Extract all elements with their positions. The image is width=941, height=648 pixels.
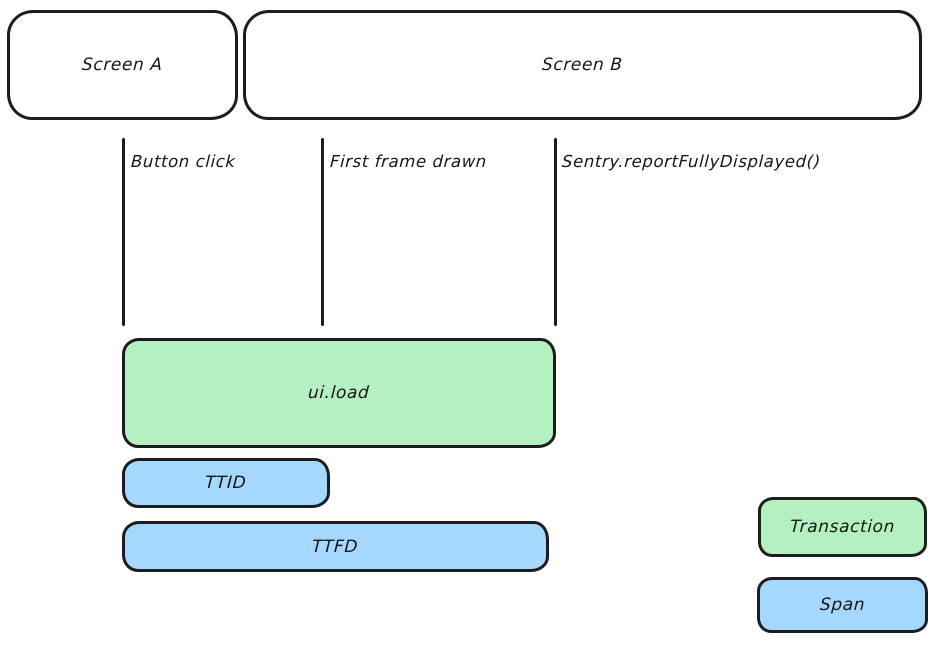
legend-label-transaction: Transaction bbox=[789, 517, 896, 537]
bar-ttid[interactable]: TTID bbox=[122, 458, 330, 508]
legend-item-transaction[interactable]: Transaction bbox=[758, 497, 927, 557]
marker-line-first-frame-drawn bbox=[321, 138, 324, 326]
legend-label-span: Span bbox=[819, 595, 866, 615]
screen-box-a[interactable]: Screen A bbox=[7, 10, 238, 120]
screen-box-b[interactable]: Screen B bbox=[243, 10, 922, 120]
legend-item-span[interactable]: Span bbox=[757, 577, 928, 633]
marker-line-button-click bbox=[122, 138, 125, 326]
bar-ttfd[interactable]: TTFD bbox=[122, 521, 549, 572]
marker-line-report-fully-displayed bbox=[554, 138, 557, 326]
bar-ui-load[interactable]: ui.load bbox=[122, 338, 556, 448]
